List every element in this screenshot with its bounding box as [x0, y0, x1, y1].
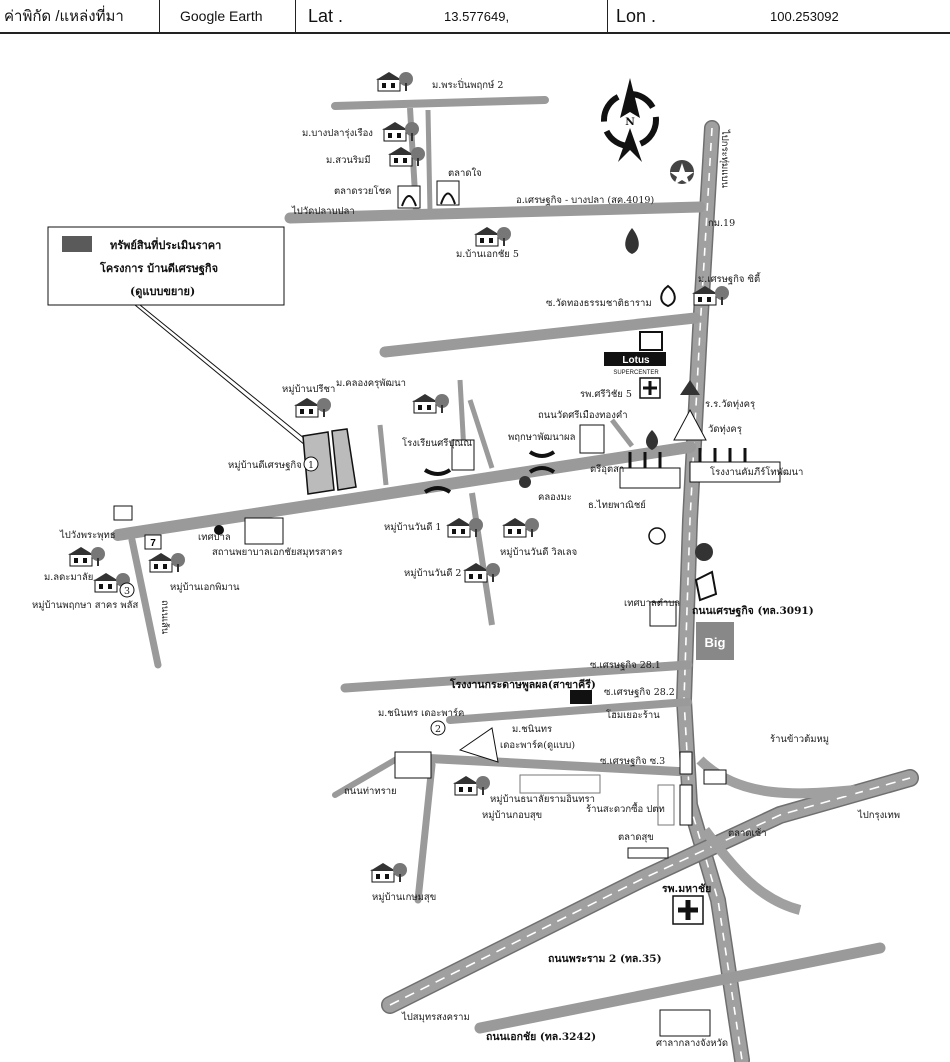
- lat-value: 13.577649,: [356, 0, 608, 32]
- label-thanon-side: ถนนเส้น: [159, 600, 170, 635]
- label-ekkachai: ถนนเอกชัย (ทล.3242): [486, 1031, 596, 1043]
- big-c-logo: [696, 622, 734, 660]
- label-klong-ma: คลองมะ: [538, 492, 572, 503]
- road-soi-wat: [379, 312, 701, 358]
- label-to-wat: ไปวัดปลาบปลา: [291, 205, 355, 217]
- road-ekkachai: [474, 942, 886, 1034]
- north-label: N: [625, 116, 635, 128]
- label-ban-ekk3: หมู่บ้านกอบสุข: [482, 810, 542, 821]
- landmarks: Lotus SUPERCENTER Big 7: [67, 71, 781, 1037]
- big-c-text: Big: [705, 635, 726, 650]
- label-thetsaban: เทศบาล: [198, 532, 231, 543]
- label-ban-wandee2: หมู่บ้านวันดี 2: [404, 567, 461, 579]
- label-ban-kasem: หมู่บ้านเกษมสุข: [372, 892, 436, 903]
- label-m-chinnaree: ม.ชนินทร เดอะพาร์ค: [378, 707, 464, 719]
- label-talat-kra2: ตลาดเช้า: [728, 828, 767, 839]
- label-road-4019: อ.เศรษฐกิจ - บางปลา (สค.4019): [516, 195, 654, 206]
- label-thanon-setthakit: ถนนเศรษฐกิจ (ทล.3091): [692, 605, 814, 617]
- lotus-logo: [604, 352, 666, 366]
- legend-swatch: [62, 236, 92, 252]
- label-ban-ekkarat2: หมู่บ้านธนาลัยรามอินทรา: [490, 794, 595, 805]
- location-map: N ทรัพย์สินที่ประเมินราคา โครงการ บ้านดี…: [32, 71, 919, 1062]
- legend-line1: ทรัพย์สินที่ประเมินราคา: [110, 237, 221, 252]
- label-ban-wandee-village: หมู่บ้านวันดี วิลเลจ: [500, 546, 577, 558]
- label-kriang: ตรีอุตสา: [590, 463, 624, 475]
- label-talat-ruay: ตลาดรวยโชค: [334, 185, 391, 197]
- label-soi28-2: ซ.เศรษฐกิจ 28.2: [604, 687, 675, 698]
- label-hotel: โฮมเยอะร้าน: [606, 709, 660, 721]
- map-labels: ม.พระปิ่นพฤกษ์ 2 ม.บางปลารุ่งเรือง ม.สวน…: [32, 78, 900, 1049]
- lon-label: Lon .: [616, 5, 657, 26]
- label-to-wang: ไปวังพระพุทธ: [59, 529, 116, 541]
- coord-source-value: Google Earth: [160, 0, 296, 32]
- legend-line2: โครงการ บ้านดีเศรษฐกิจ: [99, 261, 218, 276]
- subject-property: 1: [302, 428, 357, 495]
- label-mueang-pla: ม.บางปลารุ่งเรือง: [302, 128, 373, 139]
- label-m-khlong: ม.คลองครุพัฒนา: [336, 378, 406, 389]
- label-soi28-1: ซ.เศรษฐกิจ 28.1: [590, 660, 661, 671]
- lon-value: 100.253092: [770, 8, 839, 24]
- ptt-icon: [625, 228, 639, 254]
- label-thetsaban2: เทศบาลตำบล: [624, 598, 680, 609]
- seven-eleven-icon: 7: [150, 538, 156, 549]
- label-factory2: โรงงานกระดาษพูลผล(สาขาคีรี): [449, 678, 596, 692]
- label-ban-dee: หมู่บ้านดีเศรษฐกิจ: [228, 459, 302, 471]
- road-rama2: [381, 756, 919, 1014]
- lat-label: Lat .: [308, 5, 344, 26]
- label-ban-kaew: ม.บ้านเอกชัย 5: [456, 249, 519, 260]
- label-soi-wat: ซ.วัดทองธรรมชาติธาราม: [546, 298, 652, 309]
- label-ban-phuk: หมู่บ้านพฤกษา สาคร พลัส: [32, 600, 138, 611]
- label-suan-rim: ม.สวนริมมี: [326, 154, 371, 166]
- label-talat-kra: ตลาดสุข: [618, 832, 654, 843]
- label-pattana: พฤกษาพัฒนาผล: [508, 432, 576, 443]
- legend-box: ทรัพย์สินที่ประเมินราคา โครงการ บ้านดีเศ…: [47, 226, 311, 446]
- label-school-rr: ร.ร.วัดทุ่งครุ: [705, 399, 755, 410]
- label-m-chin: ม.ชนินทร: [512, 724, 552, 735]
- label-rama2: ถนนพระราม 2 (ทล.35): [548, 953, 662, 965]
- label-thanon-town: ถนนท่าทราย: [344, 786, 397, 797]
- lotus-text: Lotus: [622, 355, 650, 366]
- legend-line3: (ดูแบบขยาย): [130, 285, 195, 299]
- coord-source-label: ค่าพิกัด /แหล่งที่มา: [0, 0, 160, 32]
- label-km: กม.19: [708, 218, 735, 229]
- road-4019: [284, 201, 706, 224]
- label-bank: ธ.ไทยพาณิชย์: [588, 499, 646, 511]
- label-school-sri: โรงเรียนศรีปุณณ: [402, 437, 472, 449]
- coordinate-header: ค่าพิกัด /แหล่งที่มา Google Earth Lat . …: [0, 0, 950, 34]
- label-ban-ekkarat: หมู่บ้านเอกพิมาน: [170, 582, 240, 593]
- label-m-kamma: ม.ลดะมาลัย: [44, 572, 93, 583]
- label-wat-tung: วัดทุ่งครุ: [708, 424, 742, 435]
- marker-3: 3: [124, 586, 130, 597]
- label-pracha-pruk: ม.พระปิ่นพฤกษ์ 2: [432, 78, 503, 91]
- label-ban-pri: หมู่บ้านปรีชา: [282, 383, 335, 395]
- label-soi-setthakit3: ซ.เศรษฐกิจ ซ.3: [600, 756, 665, 767]
- road-west: [112, 441, 696, 541]
- label-m-chin-sub: เดอะพาร์ค(ดูแบบ): [500, 739, 575, 751]
- marker-1: 1: [308, 460, 314, 471]
- label-sathan: สถานพยาบาลเอกชัยสมุทรสาคร: [212, 547, 342, 558]
- label-m-setthakit: ม.เศรษฐกิจ ซิตี้: [698, 272, 761, 285]
- label-rp-sri: รพ.ศรีวิชัย 5: [580, 388, 632, 400]
- label-rp-mahachai: รพ.มหาชัย: [662, 883, 711, 895]
- label-city-hall: ศาลากลางจังหวัด: [656, 1038, 728, 1049]
- label-factory: โรงงานคัมภีร์โทพัฒนา: [710, 466, 803, 478]
- marker-2: 2: [435, 724, 441, 735]
- north-arrow: N: [601, 78, 659, 162]
- label-thanon-wat: ถนนวัดศรีเมืองทองคำ: [538, 409, 628, 421]
- label-rankhao: ร้านข้าวต้มหมู: [770, 734, 829, 745]
- label-ban-wandee1: หมู่บ้านวันดี 1: [384, 521, 441, 533]
- label-to-bangkok: ไปกรุงเทพ: [857, 809, 900, 821]
- label-to-samut: ไปสมุทรสงคราม: [401, 1011, 470, 1023]
- label-mart: ร้านสะดวกซื้อ ปตท: [586, 802, 665, 815]
- lotus-sub: SUPERCENTER: [613, 370, 659, 376]
- label-to-krathum: ไปกระทุ่มแบน: [719, 129, 731, 188]
- label-talat-ying: ตลาดใจ: [448, 167, 482, 179]
